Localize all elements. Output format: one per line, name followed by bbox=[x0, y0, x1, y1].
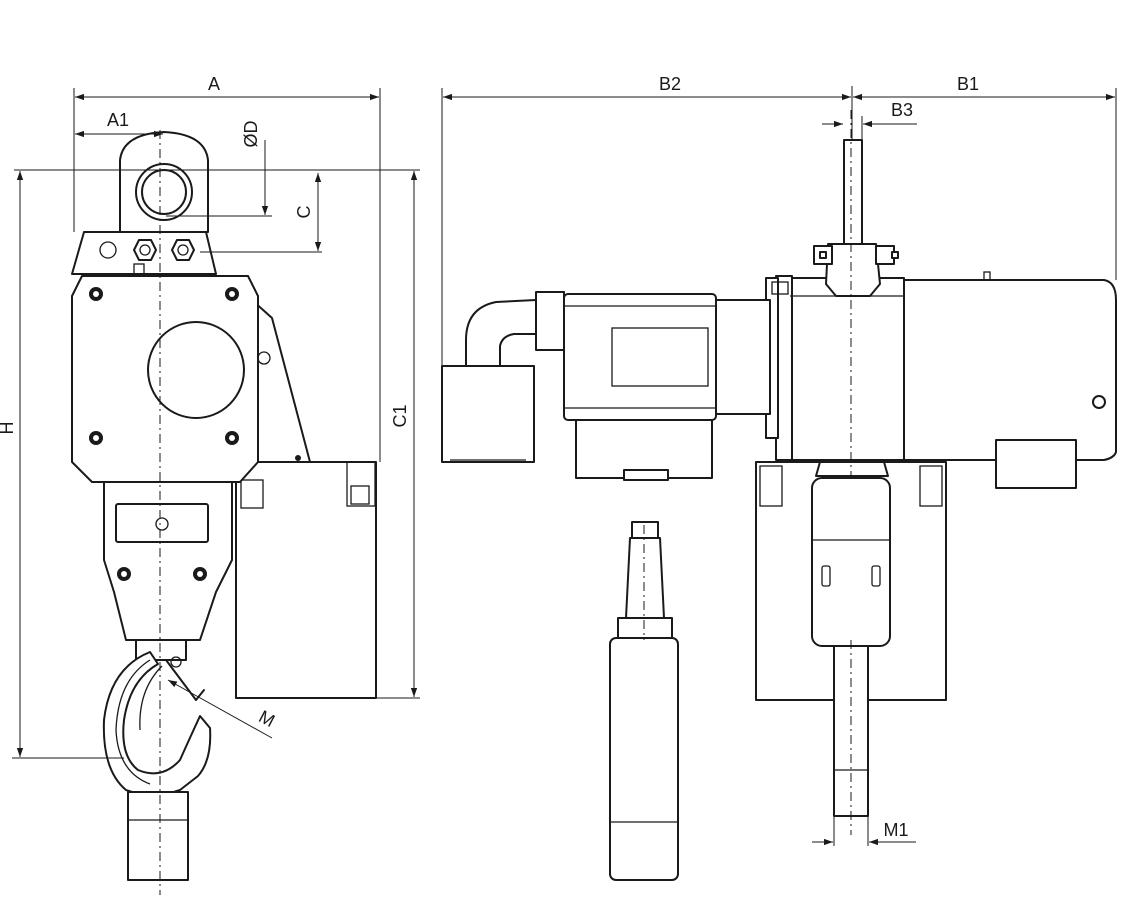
gearbox-housing bbox=[789, 277, 905, 461]
load-hook bbox=[102, 639, 212, 881]
suspension-eye bbox=[119, 131, 209, 233]
main-housing bbox=[71, 275, 259, 483]
dim-label-H: H bbox=[0, 422, 17, 435]
motor bbox=[535, 291, 771, 481]
dim-label-C: C bbox=[294, 206, 314, 219]
gearbox-block bbox=[235, 461, 377, 699]
brake-cover bbox=[899, 279, 1117, 461]
dim-label-B2: B2 bbox=[659, 74, 681, 94]
suspension-yoke bbox=[813, 139, 899, 297]
dim-label-B1: B1 bbox=[957, 74, 979, 94]
pendant-handle bbox=[609, 637, 679, 881]
hook-block bbox=[811, 477, 891, 835]
dim-label-M1: M1 bbox=[883, 820, 908, 840]
pendant-control bbox=[609, 521, 679, 881]
dim-label-B3: B3 bbox=[891, 100, 913, 120]
housing-center-cover bbox=[147, 321, 245, 419]
side-view bbox=[441, 110, 1117, 835]
front-view-dimensions: A A1 ØD C H C1 M bbox=[0, 74, 420, 759]
dim-label-C1: C1 bbox=[390, 404, 410, 427]
dim-label-D: ØD bbox=[241, 120, 261, 147]
dim-label-M: M bbox=[256, 706, 279, 731]
dim-label-A1: A1 bbox=[107, 110, 129, 130]
dim-label-A: A bbox=[208, 74, 220, 94]
front-view bbox=[71, 130, 377, 895]
lower-block bbox=[103, 481, 233, 641]
name-plate bbox=[115, 503, 209, 543]
side-bracket bbox=[251, 299, 311, 463]
side-view-dimensions: B2 B1 B3 M1 bbox=[441, 74, 1117, 846]
control-box bbox=[441, 299, 537, 463]
